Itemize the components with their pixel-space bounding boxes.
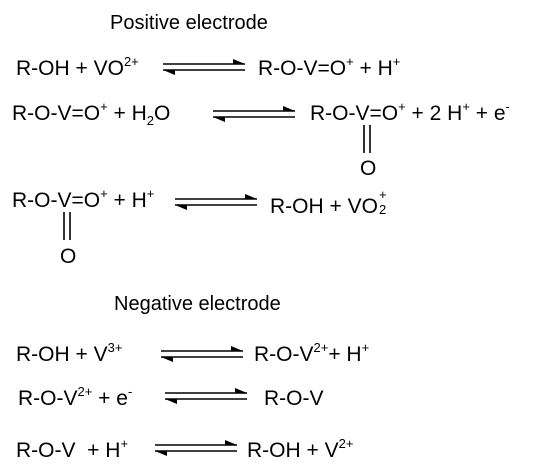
reaction-p3-product-charge: + (378, 187, 387, 202)
reaction-n1-reactants: R-OH + V3+ (16, 341, 122, 366)
reaction-p3-product-text: R-OH + VO (270, 195, 378, 218)
reaction-n1-reactant-charge: 3+ (107, 340, 123, 355)
reaction-p1-reactant-text: R-OH + VO (16, 57, 124, 80)
reaction-p1-reactants: R-OH + VO2+ (16, 55, 139, 80)
forward-arrow-head (225, 440, 237, 445)
reaction-p2-reactants: R-O-V=O+ + H2O (12, 100, 171, 127)
equilibrium-arrow-n2 (165, 388, 247, 404)
reaction-p3-product-script: +2 (378, 188, 389, 217)
reaction-p3-product-subscript: 2 (378, 202, 387, 217)
reaction-p2-water-oxygen: O (154, 102, 171, 125)
reaction-n2-reactant-text: R-O-V (18, 387, 78, 410)
reaction-p3-reactant-text: R-O-V=O (12, 189, 101, 212)
reaction-p2-electron-text: + e (469, 102, 506, 125)
reaction-n1-proton-charge: + (361, 340, 370, 355)
positive-electrode-heading: Positive electrode (110, 12, 268, 34)
forward-arrow-head (283, 106, 295, 111)
reaction-p1-proton-charge: + (392, 54, 401, 69)
reverse-arrow-head (165, 399, 177, 404)
double-bond-p3 (63, 212, 71, 240)
reaction-p1-products: R-O-V=O+ + H+ (258, 55, 400, 80)
double-bond-p2 (363, 125, 371, 153)
reaction-p1-product-charge: + (346, 54, 354, 69)
reaction-p2-proton-text: + 2 H (405, 102, 463, 125)
reaction-p2-water-subscript: 2 (146, 113, 155, 128)
forward-arrow-head (245, 194, 257, 199)
equilibrium-arrow-p1 (163, 59, 245, 75)
forward-arrow-head (235, 388, 247, 393)
reaction-n2-electron-text: + e (92, 387, 128, 410)
reaction-n3-product-charge: 2+ (338, 436, 354, 451)
reaction-n1-reactant-text: R-OH + V (16, 343, 108, 366)
reaction-n1-proton-text: + H (328, 343, 362, 366)
reaction-n3-reactant-charge: + (120, 436, 129, 451)
reverse-arrow-head (155, 451, 167, 456)
reaction-p2-proton-charge: + (462, 99, 470, 114)
reverse-arrow-head (163, 70, 175, 75)
reaction-n3-reactant-text: R-O-V + H (16, 439, 121, 462)
reaction-p3-proton-charge: + (146, 186, 155, 201)
reaction-n1-products: R-O-V2++ H+ (254, 341, 369, 366)
reaction-n2-electron-charge: - (127, 384, 133, 399)
reaction-p2-bonded-oxygen: O (360, 157, 377, 180)
equilibrium-arrow-n1 (161, 346, 243, 362)
reaction-p2-reactant-text: R-O-V=O (12, 102, 101, 125)
equilibrium-arrow-p3 (175, 194, 257, 210)
reverse-arrow-head (175, 205, 187, 210)
reaction-p2-product-text: R-O-V=O (310, 102, 399, 125)
reaction-n1-product-text: R-O-V (254, 343, 314, 366)
reaction-n2-reactants: R-O-V2+ + e- (18, 385, 132, 410)
reaction-p3-reactant-charge: + (100, 186, 108, 201)
reaction-p3-bonded-oxygen: O (60, 245, 77, 268)
reaction-p3-products: R-OH + VO+2 (270, 188, 389, 218)
reverse-arrow-head (213, 117, 225, 122)
reaction-n3-product-text: R-OH + V (247, 439, 339, 462)
reaction-p2-reactant-charge: + (100, 99, 108, 114)
reaction-p2-water-text: + H (107, 102, 147, 125)
reaction-n3-products: R-OH + V2+ (247, 437, 353, 462)
reaction-p1-reactant-charge: 2+ (123, 54, 139, 69)
equilibrium-arrow-n3 (155, 440, 237, 456)
reaction-n2-reactant-charge: 2+ (77, 384, 93, 399)
reaction-n2-products: R-O-V (264, 388, 324, 409)
reverse-arrow-head (161, 357, 173, 362)
reaction-p2-electron-charge: - (505, 99, 510, 114)
reaction-p1-proton-text: + H (353, 57, 393, 80)
equilibrium-arrow-p2 (213, 106, 295, 122)
reaction-p1-product-text: R-O-V=O (258, 57, 347, 80)
reaction-n1-product-charge: 2+ (313, 340, 329, 355)
reaction-p3-reactants: R-O-V=O+ + H+ (12, 187, 154, 212)
reaction-n3-reactants: R-O-V + H+ (16, 437, 128, 462)
reaction-p3-proton-text: + H (107, 189, 147, 212)
forward-arrow-head (231, 346, 243, 351)
reaction-p2-product-charge: + (398, 99, 406, 114)
negative-electrode-heading: Negative electrode (114, 293, 281, 315)
forward-arrow-head (233, 59, 245, 64)
reaction-n2-product-text: R-O-V (264, 387, 324, 410)
reaction-p2-products: R-O-V=O+ + 2 H+ + e- (310, 100, 510, 125)
